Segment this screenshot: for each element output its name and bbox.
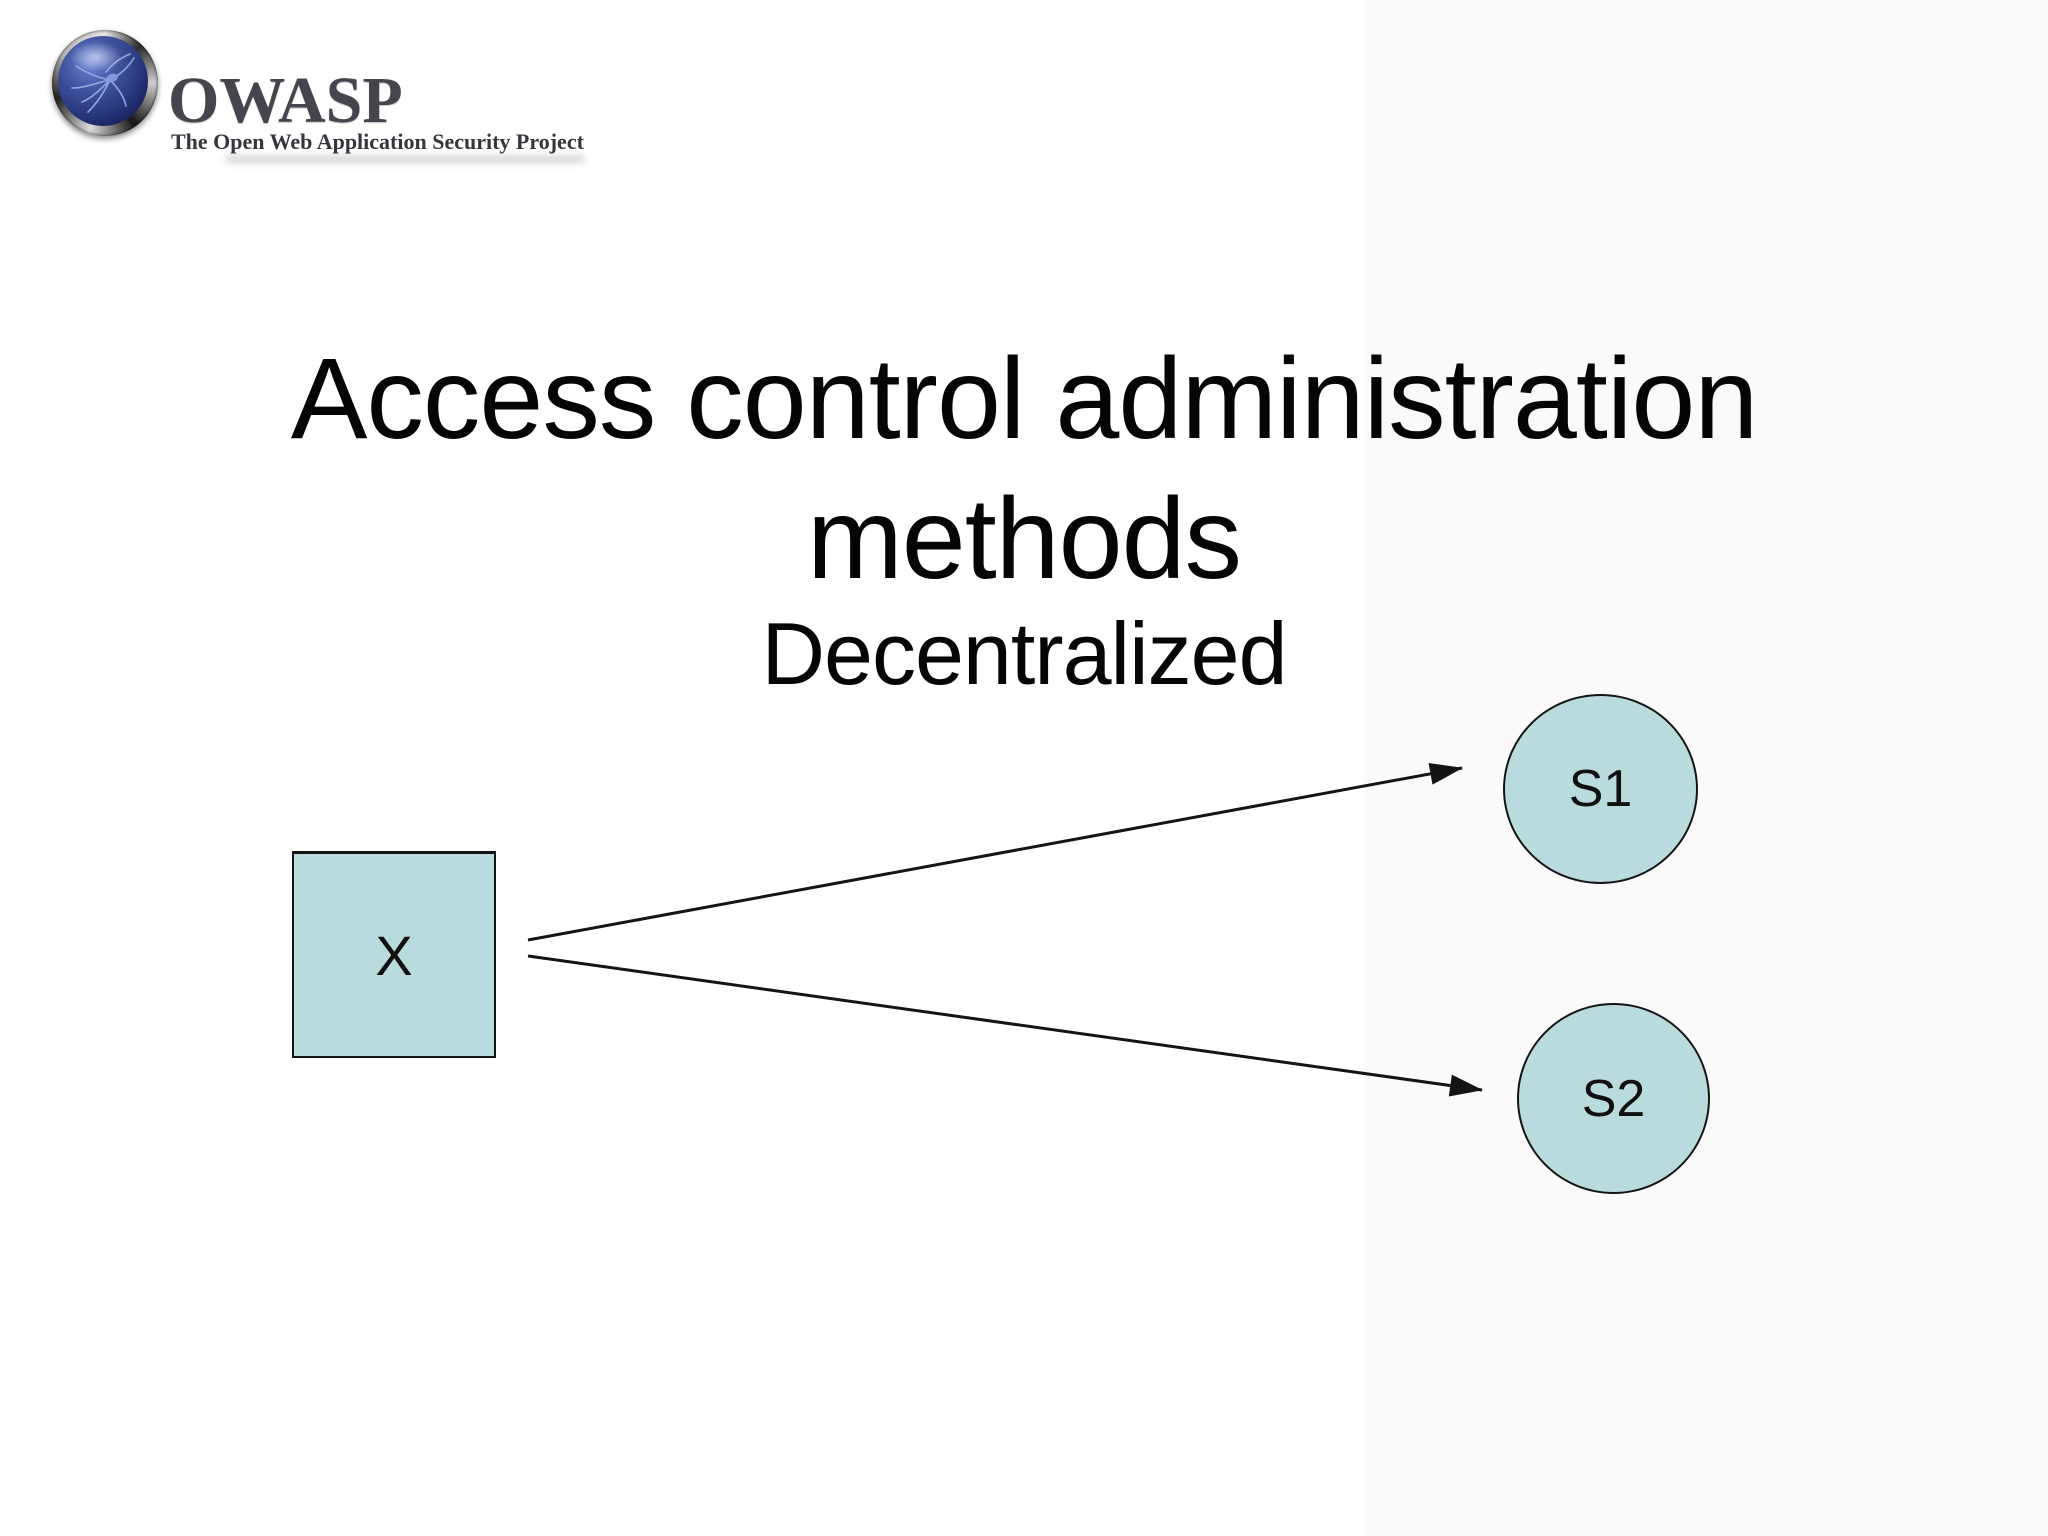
owasp-wordmark: OWASP [168,64,403,137]
node-s1-label: S1 [1568,760,1633,818]
background-tint [1364,0,2048,1536]
node-x-label: X [375,923,413,987]
globe-sheen [70,42,122,72]
logo-shadow-smudge [225,156,585,162]
node-s1: S1 [1503,694,1698,884]
owasp-logo: OWASP The Open Web Application Security … [50,28,610,162]
owasp-wasp-globe-icon [58,36,148,126]
arrow-x-to-s1 [527,762,1463,942]
node-x: X [292,851,496,1058]
slide-subtitle: Decentralized [761,604,1287,703]
node-s2-label: S2 [1581,1069,1646,1128]
slide-title: Access control administration methods [0,330,2048,609]
arrow-x-to-s2 [527,954,1483,1097]
node-s2: S2 [1517,1003,1710,1194]
owasp-tagline: The Open Web Application Security Projec… [171,129,584,154]
slide-title-line2: methods [806,474,1242,603]
slide-title-line1: Access control administration [290,335,1759,463]
